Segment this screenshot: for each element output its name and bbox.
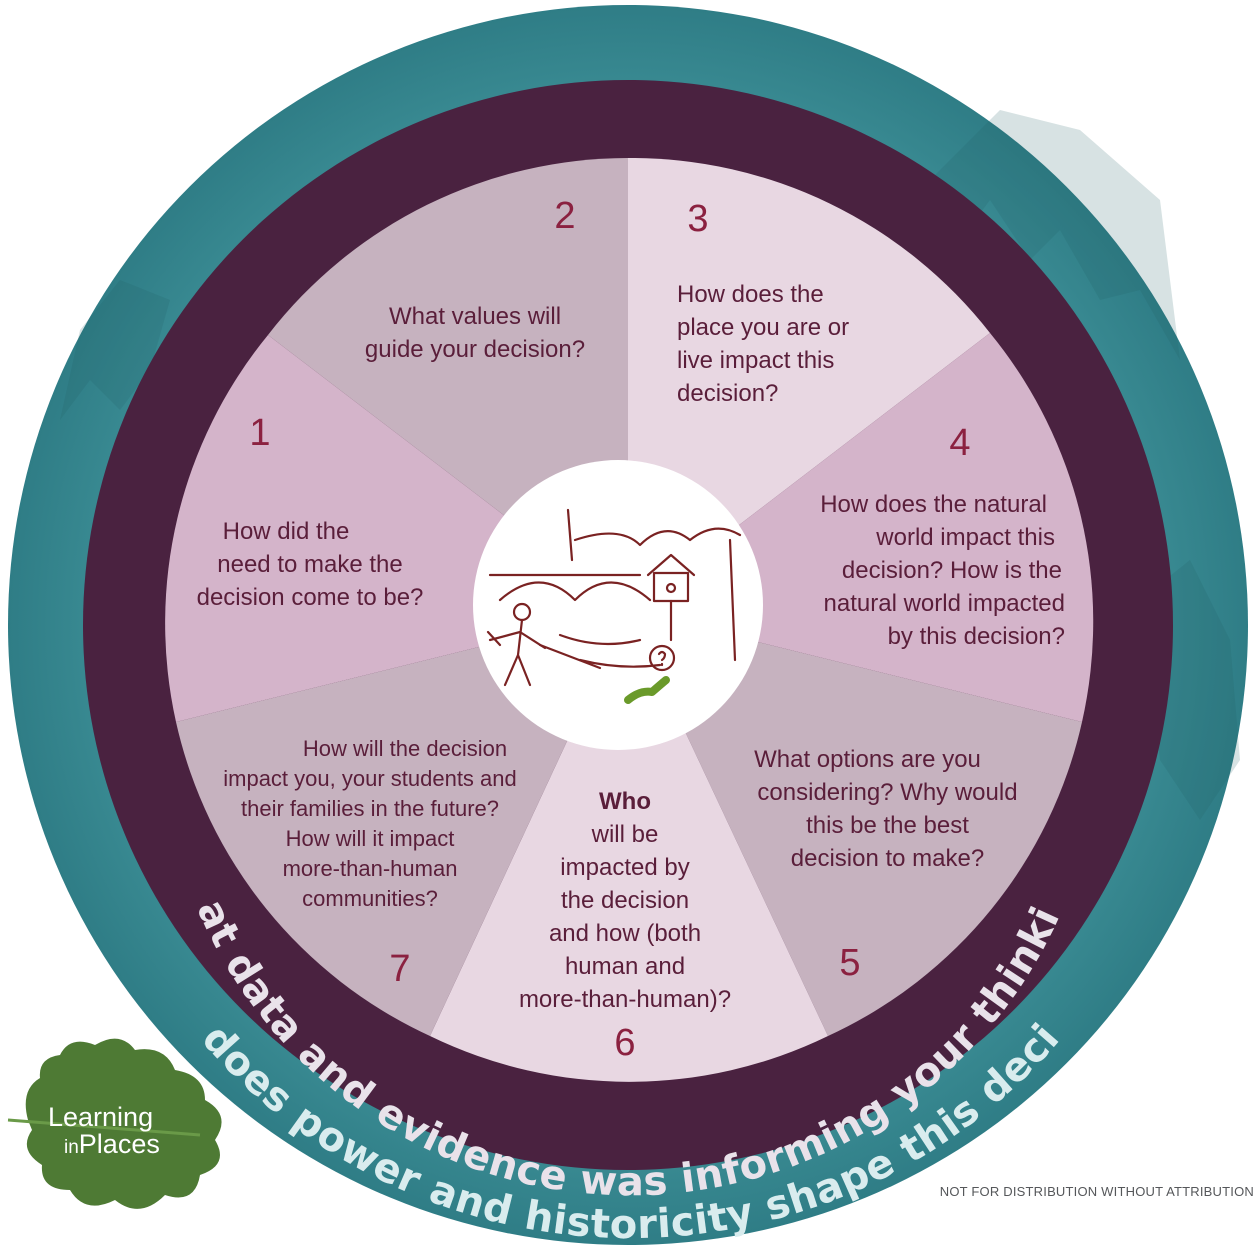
segment-5-line: decision to make? <box>790 845 985 872</box>
segment-7-line: impact you, your students and <box>223 766 517 791</box>
segment-7 <box>176 610 628 1036</box>
segment-4-line: world impact this <box>876 524 1055 551</box>
segment-1-line: need to make the <box>217 551 403 578</box>
segment-3-line: How does the <box>677 281 824 308</box>
segment-3-line: live impact this <box>677 347 835 374</box>
center-circle <box>473 460 763 750</box>
segment-7-line: their families in the future? <box>240 796 500 821</box>
segment-6-line: impacted by <box>560 854 690 881</box>
sketch-person-bridge-birdhouse-caterpillar-icon <box>486 508 742 704</box>
segment-5-line: this be the best <box>806 812 969 839</box>
segment-5-line: considering? Why would <box>757 779 1018 806</box>
logo-in: in <box>64 1137 79 1158</box>
segment-5-line: What options are you <box>754 746 981 773</box>
footer-attribution-note: NOT FOR DISTRIBUTION WITHOUT ATTRIBUTION <box>939 1184 1254 1199</box>
logo-line-1: Learning <box>48 1102 154 1132</box>
segment-7-line: communities? <box>302 886 438 911</box>
segment-4-question: How does the natural world impact this d… <box>790 488 1065 653</box>
segment-4-line: by this decision? <box>887 623 1065 650</box>
segment-7-question: How will the decision impact you, your s… <box>210 734 530 914</box>
segment-7-number: 7 <box>389 948 411 990</box>
segment-3-line: decision? <box>677 380 779 407</box>
segment-3-line: place you are or <box>677 314 850 341</box>
segment-5-question: What options are you considering? Why wo… <box>740 743 1035 875</box>
logo-text: Learning inPlaces <box>48 1104 160 1161</box>
learning-in-places-logo-leaf <box>7 1038 222 1209</box>
segment-6-number: 6 <box>614 1022 636 1064</box>
segment-2-number: 2 <box>554 195 576 237</box>
segment-6-line: and how (both <box>548 920 702 947</box>
segment-3-question: How does the place you are or live impac… <box>677 278 917 410</box>
segment-3-number: 3 <box>687 198 709 240</box>
segment-1-line: decision come to be? <box>196 584 424 611</box>
segment-7-line: How will the decision <box>302 736 508 761</box>
segment-1-line: How did the <box>222 518 350 545</box>
segment-7-line: more-than-human <box>282 856 458 881</box>
logo-line-2: inPlaces <box>48 1131 160 1161</box>
segment-4-line: How does the natural <box>820 491 1047 518</box>
segments <box>165 157 1094 1082</box>
segment-6-line: more-than-human)? <box>518 986 732 1013</box>
segment-5 <box>628 610 1082 1036</box>
segment-7-line: How will it impact <box>285 826 455 851</box>
segment-4-number: 4 <box>949 422 971 464</box>
segment-1-question: How did the need to make the decision co… <box>180 515 440 614</box>
segment-6-question: Who will be impacted by the decision and… <box>500 785 750 1016</box>
segment-4-line: decision? How is the <box>841 557 1062 584</box>
segment-6-line: Who <box>599 788 651 815</box>
segment-6 <box>430 610 828 1082</box>
segment-6-line: the decision <box>560 887 690 914</box>
segment-2-line: What values will <box>388 303 562 330</box>
segment-6-line: human and <box>564 953 686 980</box>
segment-2-question: What values will guide your decision? <box>335 300 615 366</box>
segment-6-line: will be <box>591 821 659 848</box>
segment-2-line: guide your decision? <box>364 336 586 363</box>
segment-3 <box>628 157 990 610</box>
segment-4-line: natural world impacted <box>823 590 1065 617</box>
segment-5-number: 5 <box>839 942 861 984</box>
logo-places: Places <box>78 1129 160 1159</box>
segment-1-number: 1 <box>249 412 271 454</box>
